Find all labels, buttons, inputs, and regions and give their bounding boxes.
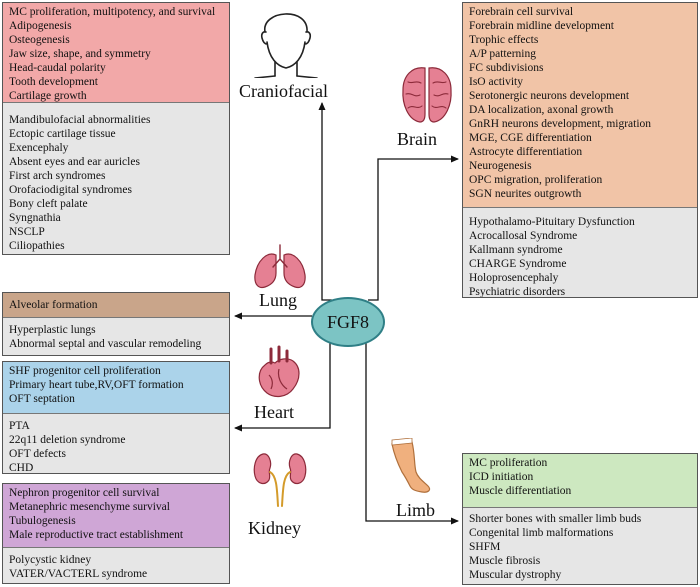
lung-disorder-item: Abnormal septal and vascular remodeling — [9, 338, 202, 350]
brain-function-item: Serotonergic neurons development — [469, 90, 630, 102]
kidney-function-item: Metanephric mesenchyme survival — [9, 501, 170, 513]
lung-function-item: Alveolar formation — [9, 299, 98, 311]
brain-function-item: IsO activity — [469, 76, 523, 88]
limb-disorder-item: Congenital limb malformations — [469, 527, 614, 539]
craniofacial-function-item: Jaw size, shape, and symmetry — [9, 48, 151, 60]
heart-disorder-item: 22q11 deletion syndrome — [9, 434, 126, 446]
lung-box: Alveolar formation Hyperplastic lungs Ab… — [2, 292, 230, 356]
limb-disorder-item: Muscle fibrosis — [469, 555, 541, 567]
heart-disorder-item: OFT defects — [9, 448, 66, 460]
fgf8-label: FGF8 — [326, 311, 370, 332]
craniofacial-disorder-item: Orofaciodigital syndromes — [9, 184, 132, 196]
brain-connector — [368, 155, 459, 301]
limb-function-item: ICD initiation — [469, 471, 534, 483]
craniofacial-function-item: Adipogenesis — [9, 20, 72, 32]
kidney-function-item: Tubulogenesis — [9, 515, 76, 527]
kidney-disorder-item: Polycystic kidney — [9, 554, 92, 566]
kidney-disorder-item: VATER/VACTERL syndrome — [9, 568, 148, 580]
lung-label: Lung — [259, 290, 297, 310]
limb-label: Limb — [396, 500, 435, 520]
brain-function-item: FC subdivisions — [469, 62, 544, 74]
brain-disorder-item: Acrocallosal Syndrome — [469, 230, 578, 242]
lungs-icon — [254, 244, 306, 289]
limb-disorder-item: Shorter bones with smaller limb buds — [469, 513, 642, 525]
craniofacial-disorder-item: Ectopic cartilage tissue — [9, 128, 116, 140]
brain-function-item: GnRH neurons development, migration — [469, 118, 652, 130]
brain-box: Forebrain cell survival Forebrain midlin… — [462, 2, 698, 298]
brain-label: Brain — [397, 129, 437, 149]
limb-box: MC proliferation ICD initiation Muscle d… — [462, 453, 698, 585]
craniofacial-box: MC proliferation, multipotency, and surv… — [2, 2, 230, 255]
brain-icon — [402, 67, 452, 123]
limb-connector — [365, 342, 459, 525]
heart-disorder-item: CHD — [9, 462, 34, 474]
heart-disorders: PTA 22q11 deletion syndrome OFT defects … — [3, 414, 229, 474]
craniofacial-disorders: Mandibulofacial abnormalities Ectopic ca… — [3, 103, 229, 254]
lung-functions: Alveolar formation — [3, 293, 229, 318]
limb-function-item: MC proliferation — [469, 457, 548, 469]
brain-function-item: Astrocyte differentiation — [469, 146, 583, 158]
heart-disorder-item: PTA — [9, 420, 30, 432]
fgf8-node: FGF8 — [311, 297, 385, 347]
brain-disorder-item: Hypothalamo-Pituitary Dysfunction — [469, 216, 635, 228]
kidney-function-item: Male reproductive tract establishment — [9, 529, 184, 541]
craniofacial-function-item: Cartilage growth — [9, 90, 87, 102]
brain-function-item: MGE, CGE differentiation — [469, 132, 592, 144]
head-outline-icon — [254, 13, 318, 78]
craniofacial-function-item: Osteogenesis — [9, 34, 70, 46]
heart-function-item: SHF progenitor cell proliferation — [9, 365, 161, 377]
heart-function-item: Primary heart tube,RV,OFT formation — [9, 379, 184, 391]
craniofacial-functions: MC proliferation, multipotency, and surv… — [3, 3, 229, 103]
kidneys-icon — [253, 453, 307, 507]
craniofacial-disorder-item: Mandibulofacial abnormalities — [9, 114, 151, 126]
craniofacial-disorder-item: NSCLP — [9, 226, 45, 238]
heart-functions: SHF progenitor cell proliferation Primar… — [3, 362, 229, 414]
kidney-label: Kidney — [248, 518, 301, 538]
brain-function-item: SGN neurites outgrowth — [469, 188, 582, 200]
lung-disorders: Hyperplastic lungs Abnormal septal and v… — [3, 318, 229, 355]
lung-disorder-item: Hyperplastic lungs — [9, 324, 96, 336]
kidney-function-item: Nephron progenitor cell survival — [9, 487, 160, 499]
kidney-disorders: Polycystic kidney VATER/VACTERL syndrome — [3, 548, 229, 583]
limb-disorder-item: SHFM — [469, 541, 501, 553]
heart-box: SHF progenitor cell proliferation Primar… — [2, 361, 230, 474]
craniofacial-function-item: MC proliferation, multipotency, and surv… — [9, 6, 216, 18]
leg-icon — [391, 438, 431, 493]
brain-function-item: Neurogenesis — [469, 160, 532, 172]
brain-disorder-item: Holoprosencephaly — [469, 272, 559, 284]
heart-label: Heart — [254, 402, 294, 422]
brain-function-item: Forebrain cell survival — [469, 6, 574, 18]
brain-disorder-item: Kallmann syndrome — [469, 244, 563, 256]
craniofacial-disorder-item: First arch syndromes — [9, 170, 106, 182]
craniofacial-disorder-item: Syngnathia — [9, 212, 61, 224]
kidney-box: Nephron progenitor cell survival Metanep… — [2, 483, 230, 584]
craniofacial-function-item: Head-caudal polarity — [9, 62, 106, 74]
craniofacial-connector — [318, 102, 332, 301]
limb-functions: MC proliferation ICD initiation Muscle d… — [463, 454, 697, 508]
craniofacial-function-item: Tooth development — [9, 76, 98, 88]
brain-function-item: OPC migration, proliferation — [469, 174, 603, 186]
craniofacial-disorder-item: Ciliopathies — [9, 240, 65, 252]
heart-function-item: OFT septation — [9, 393, 75, 405]
craniofacial-disorder-item: Bony cleft palate — [9, 198, 88, 210]
brain-disorder-item: CHARGE Syndrome — [469, 258, 567, 270]
limb-disorders: Shorter bones with smaller limb buds Con… — [463, 508, 697, 584]
brain-disorders: Hypothalamo-Pituitary Dysfunction Acroca… — [463, 208, 697, 298]
heart-organ-icon — [258, 345, 300, 398]
brain-functions: Forebrain cell survival Forebrain midlin… — [463, 3, 697, 208]
brain-function-item: A/P patterning — [469, 48, 536, 60]
limb-function-item: Muscle differentiation — [469, 485, 572, 497]
limb-disorder-item: Muscular dystrophy — [469, 569, 562, 581]
brain-function-item: Trophic effects — [469, 34, 539, 46]
brain-function-item: DA localization, axonal growth — [469, 104, 614, 116]
craniofacial-disorder-item: Exencephaly — [9, 142, 69, 154]
brain-disorder-item: Psychiatric disorders — [469, 286, 566, 298]
craniofacial-label: Craniofacial — [239, 81, 328, 101]
kidney-functions: Nephron progenitor cell survival Metanep… — [3, 484, 229, 548]
craniofacial-disorder-item: Absent eyes and ear auricles — [9, 156, 140, 168]
brain-function-item: Forebrain midline development — [469, 20, 614, 32]
heart-connector — [234, 342, 331, 432]
